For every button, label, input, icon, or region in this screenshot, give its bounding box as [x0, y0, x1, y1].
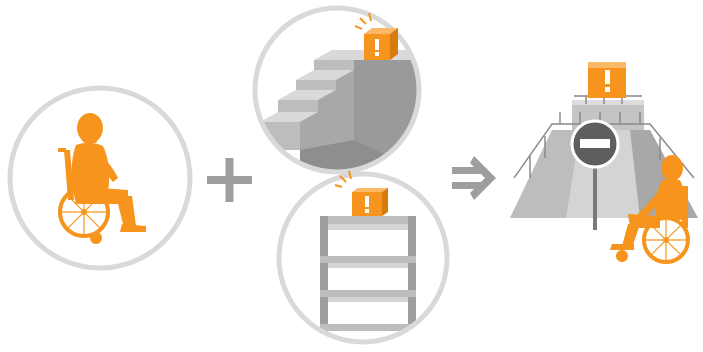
exclamation-box-icon [588, 62, 626, 98]
implies-arrow [452, 156, 496, 200]
circle-wheelchair-user [10, 88, 190, 268]
circle-high-shelf-obstacle [279, 171, 447, 352]
plus-operator [207, 158, 252, 202]
blocked-building-scene [510, 62, 698, 262]
circle-stairs-obstacle [255, 8, 420, 172]
